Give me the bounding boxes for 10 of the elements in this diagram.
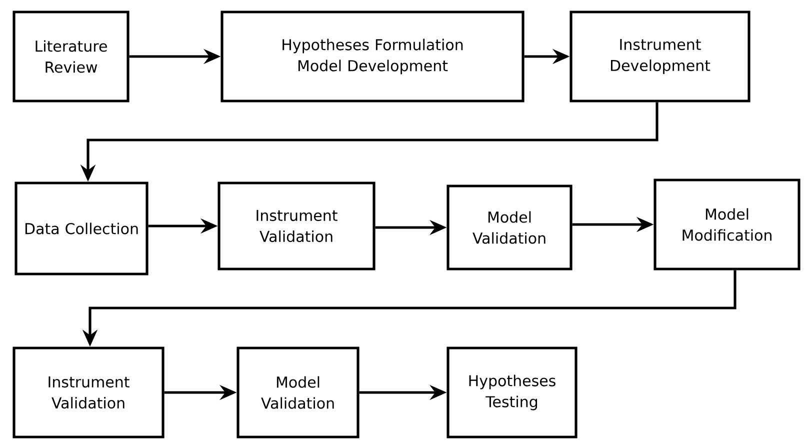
- process-box: Instrument Validation: [12, 346, 164, 438]
- process-box: Hypotheses Formulation Model Development: [220, 10, 524, 102]
- process-box: Instrument Development: [570, 10, 750, 102]
- process-box: Model Modification: [654, 178, 800, 270]
- process-box: Data Collection: [14, 182, 148, 276]
- process-box: Literature Review: [12, 10, 130, 102]
- process-box: Hypotheses Testing: [446, 346, 578, 438]
- process-box: Model Validation: [236, 346, 360, 438]
- process-box: Model Validation: [446, 184, 572, 270]
- process-box: Instrument Validation: [218, 182, 376, 270]
